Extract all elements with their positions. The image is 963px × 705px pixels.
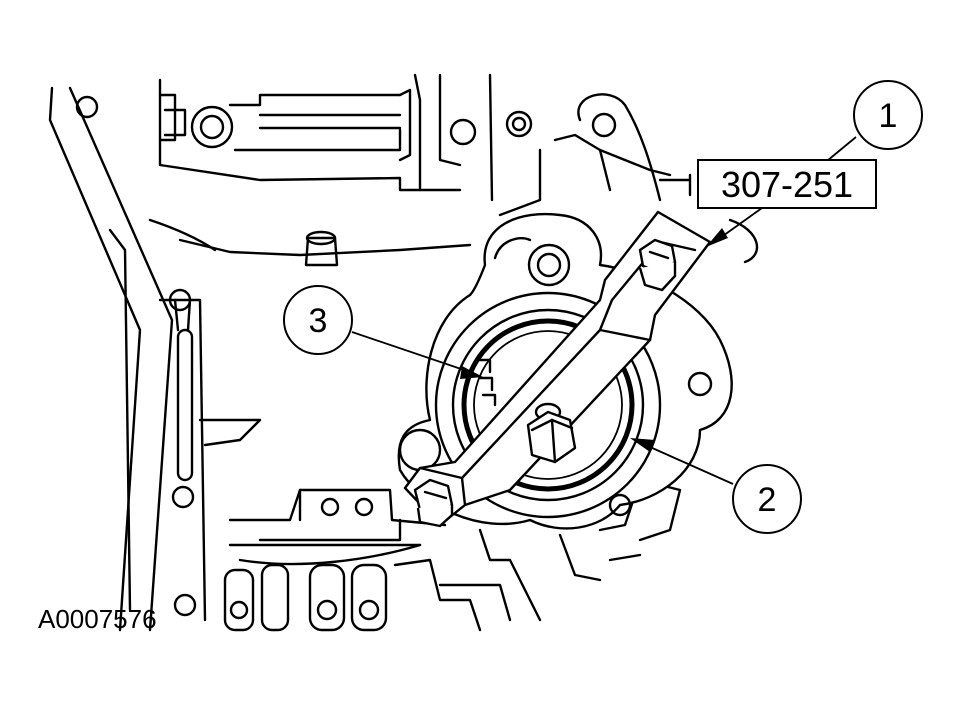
leader-arrow-3	[460, 366, 483, 379]
figure-reference-id: A0007576	[38, 604, 157, 634]
callout-1-number: 1	[879, 97, 898, 135]
leader-arrow-tool	[706, 228, 728, 247]
transmission-case	[48, 73, 759, 632]
lower-pistons	[223, 563, 388, 632]
tool-bolt-upper	[638, 238, 677, 292]
callout-2-number: 2	[758, 481, 777, 519]
tool-number-label: 307-251	[721, 164, 853, 205]
tool-bolt-lower	[413, 478, 454, 528]
callout-3: 3	[283, 285, 353, 355]
special-tool-bar	[403, 210, 712, 528]
callout-2: 2	[732, 464, 802, 534]
leader-arrow-2	[630, 438, 655, 452]
leader-lines	[351, 136, 857, 485]
tool-bolt-center	[526, 402, 577, 464]
callout-3-number: 3	[309, 302, 328, 340]
callout-1: 1	[853, 80, 923, 150]
tool-label-box: 307-251	[697, 159, 877, 209]
